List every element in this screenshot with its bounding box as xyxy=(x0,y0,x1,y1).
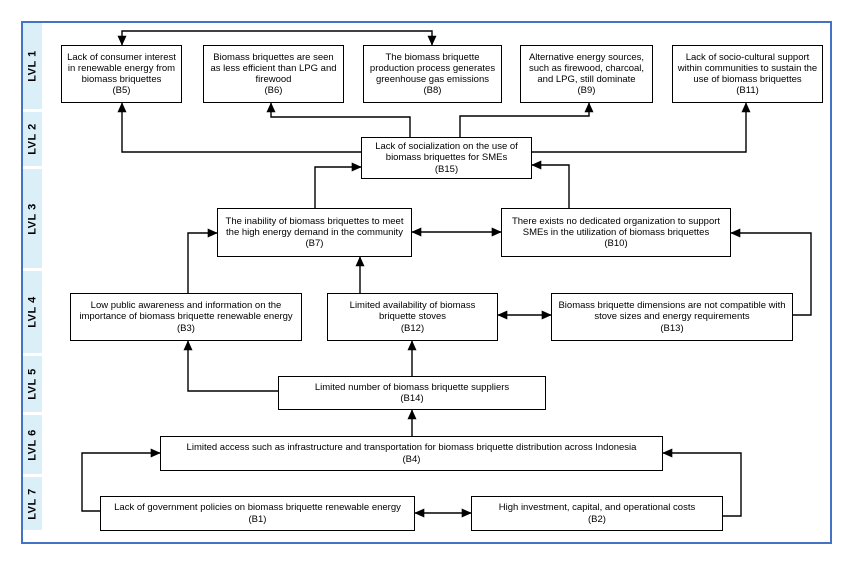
node-code-B14: (B14) xyxy=(400,393,424,404)
node-code-B10: (B10) xyxy=(604,238,628,250)
level-segment-3: LVL 3 xyxy=(23,169,42,268)
node-label-B3: Low public awareness and information on … xyxy=(79,300,293,323)
node-B13: Biomass briquette dimensions are not com… xyxy=(551,293,793,341)
level-segment-1: LVL 1 xyxy=(23,23,42,109)
level-segment-4: LVL 4 xyxy=(23,271,42,353)
level-label-5: LVL 5 xyxy=(26,368,39,400)
node-code-B3: (B3) xyxy=(177,322,195,334)
node-label-B2: High investment, capital, and operationa… xyxy=(498,502,696,514)
node-B15: Lack of socialization on the use of biom… xyxy=(361,137,532,179)
node-code-B2: (B2) xyxy=(588,513,606,525)
level-segment-5: LVL 5 xyxy=(23,356,42,412)
node-label-B13: Biomass briquette dimensions are not com… xyxy=(558,300,786,323)
node-code-B5: (B5) xyxy=(112,85,131,97)
node-label-B9: Alternative energy sources, such as fire… xyxy=(528,51,645,85)
node-label-B15: Lack of socialization on the use of biom… xyxy=(375,141,518,164)
node-B12: Limited availability of biomass briquett… xyxy=(327,293,498,341)
node-B14: Limited number of biomass briquette supp… xyxy=(278,376,546,410)
node-code-B8: (B8) xyxy=(423,85,442,97)
node-code-B1: (B1) xyxy=(248,513,267,525)
node-B3: Low public awareness and information on … xyxy=(70,293,302,341)
node-code-B15: (B15) xyxy=(434,163,459,175)
node-code-B7: (B7) xyxy=(305,238,324,250)
node-B6: Biomass briquettes are seen as less effi… xyxy=(203,45,344,103)
level-segment-7: LVL 7 xyxy=(23,477,42,530)
level-label-6: LVL 6 xyxy=(26,428,39,461)
node-code-B6: (B6) xyxy=(264,85,283,97)
node-label-B12: Limited availability of biomass briquett… xyxy=(349,300,476,323)
node-code-B11: (B11) xyxy=(736,85,759,97)
level-label-1: LVL 1 xyxy=(26,50,39,82)
node-label-B5: Lack of consumer interest in renewable e… xyxy=(67,51,176,85)
level-segment-2: LVL 2 xyxy=(23,112,42,166)
node-B2: High investment, capital, and operationa… xyxy=(471,496,723,531)
node-B1: Lack of government policies on biomass b… xyxy=(100,496,415,531)
node-label-B1: Lack of government policies on biomass b… xyxy=(114,502,401,514)
node-B5: Lack of consumer interest in renewable e… xyxy=(61,45,182,103)
node-B11: Lack of socio-cultural support within co… xyxy=(672,45,823,103)
node-B8: The biomass briquette production process… xyxy=(363,45,502,103)
node-label-B11: Lack of socio-cultural support within co… xyxy=(677,51,818,85)
node-code-B12: (B12) xyxy=(400,322,425,334)
level-label-3: LVL 3 xyxy=(26,202,39,235)
node-label-B4: Limited access such as infrastructure an… xyxy=(186,442,637,454)
level-label-2: LVL 2 xyxy=(26,123,39,155)
node-B9: Alternative energy sources, such as fire… xyxy=(520,45,653,103)
node-label-B7: The inability of biomass briquettes to m… xyxy=(225,215,404,238)
node-label-B8: The biomass briquette production process… xyxy=(369,51,496,85)
node-code-B4: (B4) xyxy=(402,453,421,465)
node-B4: Limited access such as infrastructure an… xyxy=(160,436,663,471)
level-label-7: LVL 7 xyxy=(26,487,39,520)
node-code-B9: (B9) xyxy=(577,85,596,97)
node-B7: The inability of biomass briquettes to m… xyxy=(217,208,412,257)
node-label-B14: Limited number of biomass briquette supp… xyxy=(314,381,510,393)
node-code-B13: (B13) xyxy=(660,322,684,334)
node-B10: There exists no dedicated organization t… xyxy=(501,208,731,257)
node-label-B6: Biomass briquettes are seen as less effi… xyxy=(210,51,337,85)
node-label-B10: There exists no dedicated organization t… xyxy=(511,215,721,238)
level-segment-6: LVL 6 xyxy=(23,415,42,474)
level-label-4: LVL 4 xyxy=(26,296,39,328)
